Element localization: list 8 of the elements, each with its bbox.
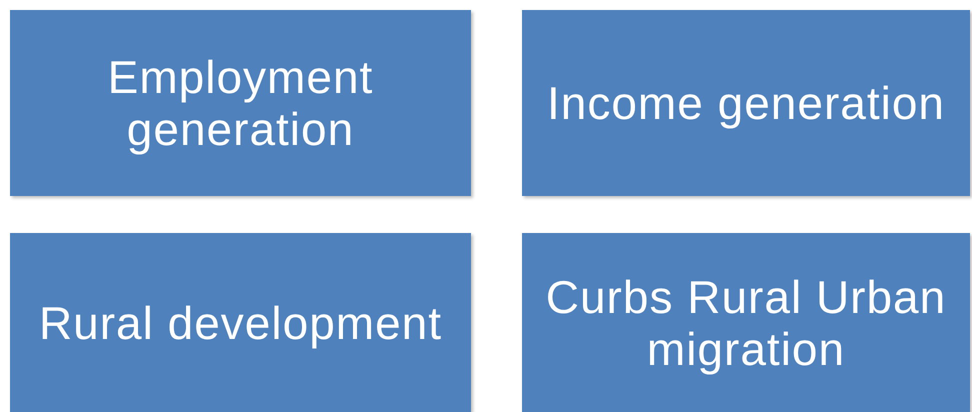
process-box bbox=[522, 10, 970, 196]
box-label: Rural development bbox=[38, 296, 442, 348]
process-box bbox=[10, 10, 471, 196]
process-box bbox=[522, 233, 970, 412]
box-label: Income generation bbox=[546, 77, 946, 129]
box-label: Curbs Rural Urban migration bbox=[544, 270, 948, 374]
process-box bbox=[10, 233, 471, 412]
box-label: Employment generation bbox=[106, 51, 374, 155]
